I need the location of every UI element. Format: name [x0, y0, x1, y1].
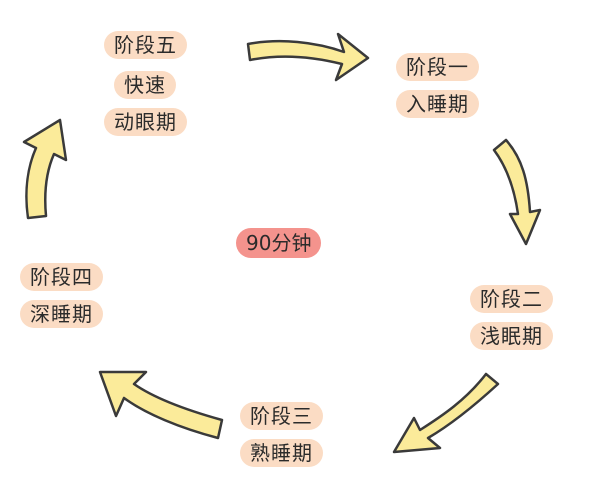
stage-one-title: 阶段一 — [396, 53, 479, 81]
stage-five-title: 阶段五 — [104, 31, 187, 59]
stage-four-line-1: 深睡期 — [20, 300, 103, 328]
arrow-2-to-3-icon — [392, 372, 500, 454]
stage-two-line-1: 浅眠期 — [470, 322, 553, 350]
stage-four-title: 阶段四 — [20, 263, 103, 291]
stage-five-line-1: 快速 — [114, 71, 176, 99]
stage-two-title: 阶段二 — [470, 285, 553, 313]
stage-five-line-2: 动眼期 — [104, 108, 187, 136]
stage-three-line-1: 熟睡期 — [240, 439, 323, 467]
arrow-5-to-1-icon — [246, 32, 370, 82]
arrow-1-to-2-icon — [492, 138, 542, 246]
arrow-4-to-5-icon — [22, 118, 68, 220]
arrow-3-to-4-icon — [98, 370, 224, 440]
stage-one-line-1: 入睡期 — [396, 90, 479, 118]
stage-three-title: 阶段三 — [240, 402, 323, 430]
cycle-duration-badge: 90分钟 — [236, 228, 322, 258]
